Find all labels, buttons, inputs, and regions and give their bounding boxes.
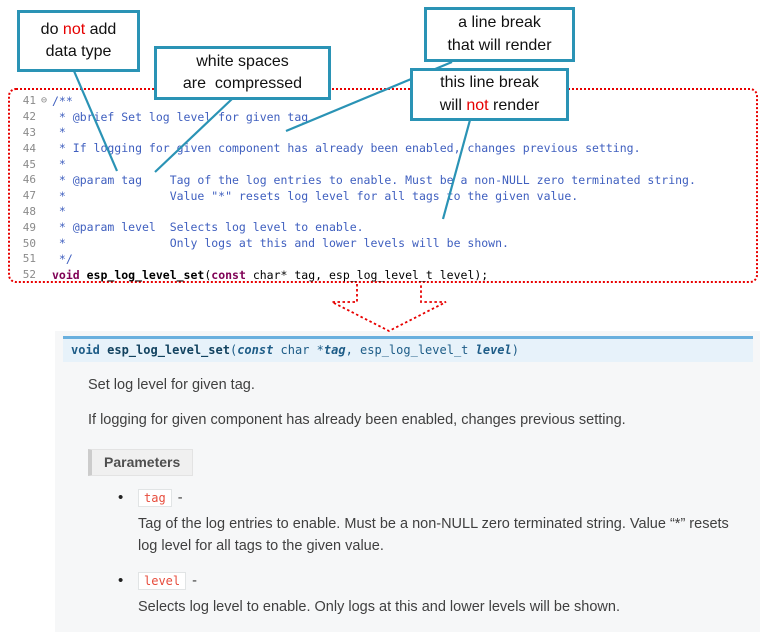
param-name-code: tag xyxy=(138,488,172,507)
callout-text: are compressed xyxy=(182,75,303,92)
line-number: 51 xyxy=(22,252,36,266)
param-description: Tag of the log entries to enable. Must b… xyxy=(138,515,729,554)
callout-linebreak-no-render: this line break will not render xyxy=(410,68,569,121)
callout-text: that will render xyxy=(447,36,552,54)
line-number: 45 xyxy=(22,157,36,171)
function-signature: void esp_log_level_set(const char *tag, … xyxy=(63,336,753,362)
callout-text: do not add xyxy=(40,20,117,38)
code-line: 45 * xyxy=(10,156,756,172)
doc-body: Set log level for given tag. If logging … xyxy=(88,375,741,619)
red-emphasis: not xyxy=(62,20,86,38)
callout-text: white spaces xyxy=(196,52,289,70)
function-name: esp_log_level_set xyxy=(86,267,205,282)
parameter-list: • tag- Tag of the log entries to enable.… xyxy=(88,488,741,619)
doc-description: If logging for given component has alrea… xyxy=(88,411,626,428)
callout-text: this line break xyxy=(440,74,539,92)
line-number: 49 xyxy=(22,220,36,234)
bullet-icon: • xyxy=(118,572,124,590)
callout-linebreak-renders: a line break that will render xyxy=(424,7,575,62)
param-dash: - xyxy=(177,489,183,506)
code-line: 51 */ xyxy=(10,251,756,267)
line-number: 48 xyxy=(22,204,36,218)
line-number: 43 xyxy=(22,125,36,139)
sig-arg-level: level xyxy=(475,343,512,357)
callout-whitespace-compressed: white spaces are compressed xyxy=(154,46,331,100)
keyword-void: void xyxy=(52,267,87,282)
line-number: 42 xyxy=(22,110,36,124)
parameter-item-tag: • tag- Tag of the log entries to enable.… xyxy=(88,488,741,558)
doc-brief: Set log level for given tag. xyxy=(88,377,255,393)
sig-keyword-const: const xyxy=(237,343,274,357)
code-line: 42 * @brief Set log level for given tag xyxy=(10,109,756,125)
param-dash: - xyxy=(192,573,197,590)
line-number: 50 xyxy=(22,236,36,250)
line-number: 41 xyxy=(22,94,36,108)
code-line: 44 * If logging for given component has … xyxy=(10,140,756,156)
sig-type-esp-log-level-t: esp_log_level_t xyxy=(360,343,476,357)
sig-function-name: esp_log_level_set xyxy=(107,343,230,357)
code-editor-snippet: 41⊖/** 42 * @brief Set log level for giv… xyxy=(8,88,758,283)
line-number: 47 xyxy=(22,189,36,203)
parameter-item-level: • level- Selects log level to enable. On… xyxy=(88,572,741,618)
render-arrow xyxy=(331,284,447,333)
red-emphasis: not xyxy=(466,96,489,114)
callout-no-datatype: do not add data type xyxy=(17,10,140,72)
keyword-const: const xyxy=(211,267,246,282)
bullet-icon: • xyxy=(118,488,124,506)
parameters-label: Parameters xyxy=(88,448,194,476)
callout-text: will not render xyxy=(439,96,540,114)
param-name-code: level xyxy=(138,572,187,591)
line-number: 44 xyxy=(22,141,36,155)
line-number: 52 xyxy=(22,268,36,282)
code-line: 47 * Value "*" resets log level for all … xyxy=(10,188,756,204)
rendered-doc-panel: void esp_log_level_set(const char *tag, … xyxy=(55,331,760,632)
sig-keyword-void: void xyxy=(71,343,108,357)
callout-text: data type xyxy=(45,43,112,60)
code-line: 49 * @param level Selects log level to e… xyxy=(10,219,756,235)
fold-minus-icon: ⊖ xyxy=(40,95,48,107)
code-line: 43 * xyxy=(10,125,756,141)
callout-text: a line break xyxy=(458,14,541,32)
sig-arg-tag: tag xyxy=(323,343,346,357)
param-description: Selects log level to enable. Only logs a… xyxy=(138,599,620,616)
line-number: 46 xyxy=(22,173,36,187)
code-line: 48 * xyxy=(10,204,756,220)
code-line: 41⊖/** xyxy=(10,93,756,109)
code-line: 50 * Only logs at this and lower levels … xyxy=(10,235,756,251)
code-line: 46 * @param tag Tag of the log entries t… xyxy=(10,172,756,188)
